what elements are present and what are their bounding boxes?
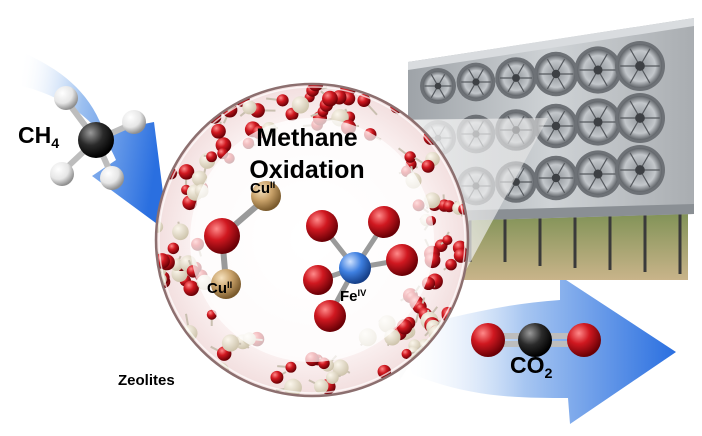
- diagram-title: Methane Oxidation: [222, 122, 392, 186]
- copper-element: Cu: [250, 180, 270, 197]
- title-line-1: Methane: [256, 124, 358, 152]
- title-line-2: Oxidation: [249, 156, 365, 184]
- framework-oxygen-atom: [270, 370, 284, 384]
- framework-silicon-atom: [242, 100, 257, 115]
- framework-silicon-atom: [325, 371, 339, 385]
- oxygen-atom: [471, 323, 505, 357]
- fan-icon: [574, 46, 622, 94]
- framework-oxygen-atom: [183, 280, 199, 296]
- oxygen-atom: [303, 265, 333, 295]
- framework-oxygen-atom: [178, 164, 195, 180]
- framework-oxygen-atom: [442, 235, 453, 246]
- fan-icon: [574, 98, 622, 146]
- framework-silicon-atom: [191, 170, 208, 186]
- fan-icon: [574, 150, 622, 198]
- fan-icon: [495, 57, 537, 99]
- copper-label: CuII: [207, 280, 232, 297]
- oxygen-atom: [386, 244, 418, 276]
- framework-silicon-atom: [221, 334, 240, 352]
- framework-silicon-atom: [291, 96, 310, 114]
- carbon-atom: [78, 122, 114, 158]
- iron-oxo-site: [303, 206, 418, 332]
- framework-oxygen-atom: [443, 200, 456, 213]
- framework-silicon-atom: [313, 379, 329, 394]
- co2-subscript: 2: [544, 365, 553, 382]
- fan-icon: [615, 93, 665, 143]
- hydrogen-atom: [122, 110, 146, 134]
- framework-oxygen-atom: [167, 242, 180, 255]
- methane-subscript: 4: [51, 135, 60, 152]
- zeolite-lens: [154, 82, 470, 398]
- copper-atom: [251, 181, 281, 211]
- framework-oxygen-atom: [445, 258, 457, 271]
- co2-molecule-icon: [471, 323, 601, 357]
- iron-oxidation-state: IV: [357, 287, 367, 298]
- oxygen-atom: [567, 323, 601, 357]
- oxygen-atom: [204, 218, 240, 254]
- framework-oxygen-atom: [404, 151, 416, 163]
- framework-oxygen-atom: [211, 123, 226, 139]
- oxygen-atom: [306, 210, 338, 242]
- framework-oxygen-atom: [322, 90, 338, 107]
- co2-label: CO2: [510, 352, 553, 382]
- fan-icon: [533, 103, 579, 149]
- methane-formula: CH: [18, 122, 52, 148]
- copper-oxidation-state: II: [270, 179, 276, 190]
- copper-oxidation-state: II: [227, 279, 233, 290]
- hydrogen-atom: [100, 166, 124, 190]
- dicopper-oxo-site: [204, 181, 281, 299]
- framework-oxygen-atom: [206, 151, 218, 163]
- iron-label: FeIV: [340, 288, 366, 305]
- hydrogen-atom: [50, 162, 74, 186]
- fan-icon: [456, 62, 496, 102]
- framework-oxygen-atom: [215, 137, 232, 153]
- zeolites-label: Zeolites: [118, 372, 175, 389]
- hydrogen-atom: [54, 86, 78, 110]
- iron-element: Fe: [340, 288, 358, 305]
- fan-icon: [615, 41, 665, 91]
- iron-atom: [339, 252, 371, 284]
- oxygen-atom: [314, 300, 346, 332]
- methane-molecule-icon: [50, 86, 146, 190]
- copper-label: CuII: [250, 180, 275, 197]
- zeolite-framework: [156, 84, 468, 396]
- fan-icon: [533, 155, 579, 201]
- fan-icon: [615, 145, 665, 195]
- framework-silicon-atom: [332, 359, 349, 376]
- framework-oxygen-atom: [401, 348, 412, 359]
- framework-oxygen-atom: [421, 159, 435, 173]
- framework-oxygen-atom: [276, 94, 289, 107]
- fan-icon: [533, 51, 579, 97]
- copper-atom: [211, 269, 241, 299]
- co2-formula: CO: [510, 352, 545, 378]
- copper-element: Cu: [207, 280, 227, 297]
- framework-silicon-atom: [172, 223, 189, 241]
- oxygen-atom: [368, 206, 400, 238]
- methane-label: CH4: [18, 122, 60, 152]
- framework-oxygen-atom: [285, 361, 297, 373]
- fan-icon: [420, 68, 456, 104]
- facility-legs: [468, 212, 682, 274]
- carbon-atom: [518, 323, 552, 357]
